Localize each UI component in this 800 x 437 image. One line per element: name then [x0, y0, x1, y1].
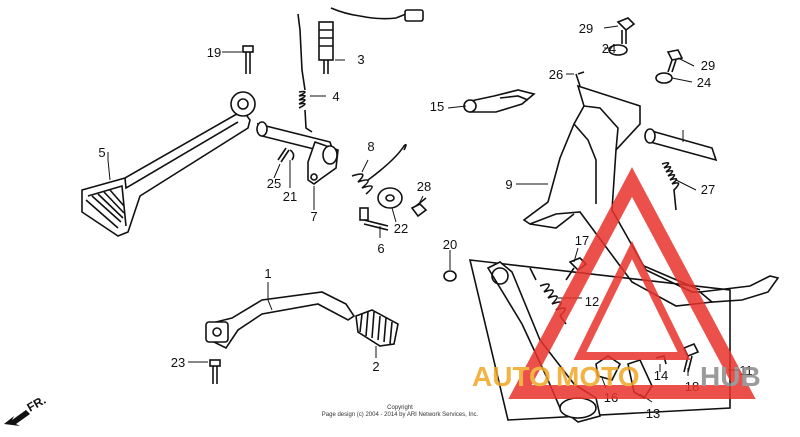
callout-26: 26	[549, 67, 563, 82]
main-stand	[522, 71, 780, 307]
callout-29-right: 29	[701, 58, 715, 73]
brake-pivot-shaft	[256, 121, 339, 185]
callout-12: 12	[585, 294, 599, 309]
copyright-line-2: Page design (c) 2004 - 2014 by ARI Netwo…	[322, 412, 479, 418]
callout-17: 17	[575, 233, 589, 248]
upper-right-hardware	[608, 17, 684, 84]
callout-6: 6	[377, 241, 384, 256]
brake-switch-assembly	[297, 7, 424, 133]
callout-20: 20	[443, 237, 457, 252]
callout-2: 2	[372, 359, 379, 374]
watermark-text-moto: MOTO	[556, 361, 639, 392]
callout-27: 27	[701, 182, 715, 197]
watermark-text-auto: AUTO	[472, 361, 551, 392]
callout-4: 4	[332, 89, 339, 104]
front-direction-arrow: FR.	[4, 393, 48, 426]
watermark-text-hub: HUB	[700, 361, 761, 392]
callout-3: 3	[357, 52, 364, 67]
return-spring	[351, 143, 407, 195]
stand-stopper-rubber	[463, 89, 536, 113]
callout-24-right: 24	[697, 75, 711, 90]
callout-28: 28	[417, 179, 431, 194]
copyright-line-1: Copyright	[387, 405, 413, 411]
callout-8: 8	[367, 139, 374, 154]
callout-1: 1	[264, 266, 271, 281]
callout-23: 23	[171, 355, 185, 370]
brake-pedal	[81, 91, 256, 237]
callout-19: 19	[207, 45, 221, 60]
front-label: FR.	[25, 393, 49, 415]
callout-9: 9	[505, 177, 512, 192]
callout-14: 14	[654, 368, 668, 383]
callout-24-upper: 24	[602, 41, 616, 56]
callout-15: 15	[430, 99, 444, 114]
callout-29-upper: 29	[579, 21, 593, 36]
callout-22: 22	[394, 221, 408, 236]
side-stand-group	[443, 257, 731, 423]
callout-7: 7	[310, 209, 317, 224]
small-hardware	[242, 45, 428, 231]
callout-5: 5	[98, 145, 105, 160]
callout-11: 11	[739, 363, 753, 378]
watermark-logo: AUTO MOTO HUB	[472, 167, 761, 399]
callout-13: 13	[646, 406, 660, 421]
callout-21: 21	[283, 189, 297, 204]
shift-pedal	[205, 291, 399, 384]
callout-25: 25	[267, 176, 281, 191]
copyright-notice: Copyright Page design (c) 2004 - 2014 by…	[322, 405, 479, 418]
